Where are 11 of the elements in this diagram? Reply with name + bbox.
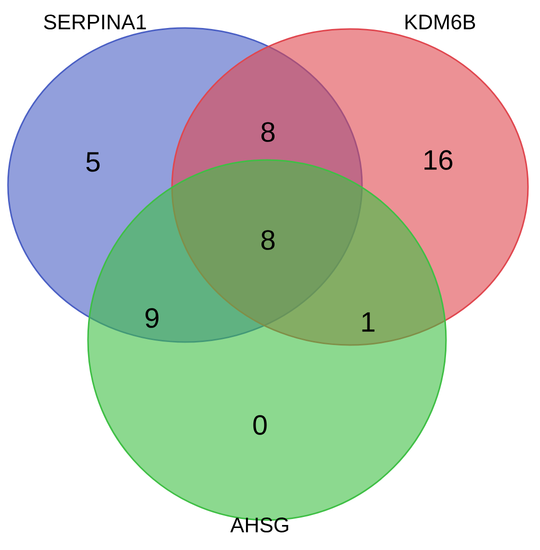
region-count: 8	[261, 230, 275, 250]
set-label: SERPINA1	[44, 14, 146, 30]
region-count: 1	[362, 312, 374, 332]
region-count: 16	[424, 150, 452, 170]
region-count: 5	[86, 152, 100, 172]
set-label: AHSG	[230, 518, 288, 532]
region-count: 8	[261, 122, 275, 142]
venn-circle	[171, 28, 529, 346]
region-count: 0	[253, 415, 267, 435]
region-count: 9	[146, 308, 158, 328]
set-label: KDM6B	[406, 14, 476, 30]
